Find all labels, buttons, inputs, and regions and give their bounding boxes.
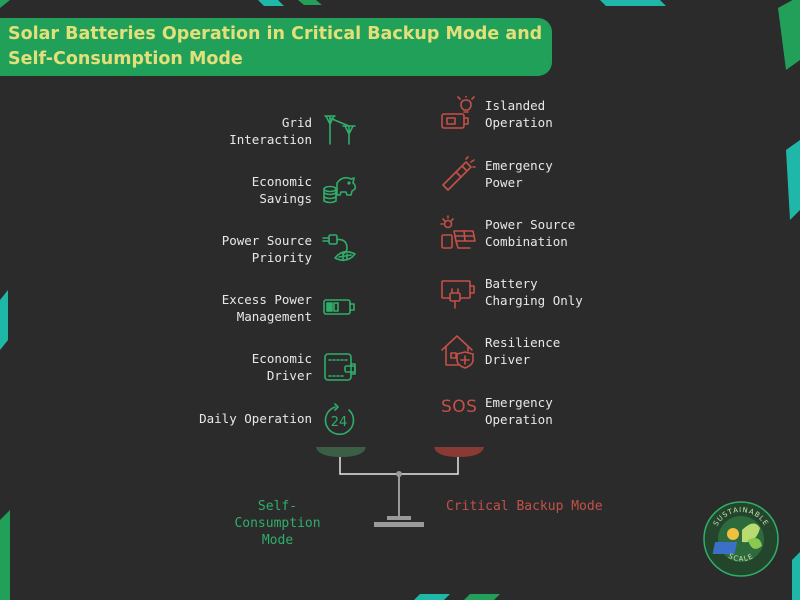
item-resilience-driver: Resilience Driver [485,335,561,367]
solar-panel-sun-icon [440,215,476,251]
right-pan [434,447,484,457]
item-economic-savings: Economic Savings [251,174,312,206]
left-pan [316,447,366,457]
item-islanded-operation: Islanded Operation [485,98,553,130]
item-battery-charging-only: Battery Charging Only [485,276,583,308]
item-excess-power-management: Excess Power Management [221,292,312,324]
battery-icon [321,289,357,325]
sos-icon: SOS [441,397,478,417]
piggy-bank-coins-icon [321,171,357,207]
sustainable-scale-logo: SUSTAINABLE SCALE [702,500,780,578]
title-banner [0,18,552,76]
item-emergency-power: Emergency Power [485,158,553,190]
item-power-source-combination: Power Source Combination [485,217,576,249]
flashlight-icon [440,155,476,191]
power-tower-icon [321,112,357,148]
battery-plug-icon [440,274,476,310]
svg-text:24: 24 [331,415,348,430]
item-emergency-operation: Emergency Operation [485,395,553,427]
critical-backup-mode-label: Critical Backup Mode [446,499,603,514]
house-shield-icon [440,333,476,369]
clock-24-icon: 24 [321,402,357,438]
self-consumption-mode-label: Self-Consumption Mode [234,499,321,548]
wallet-icon [321,348,357,384]
item-economic-driver: Economic Driver [251,351,312,383]
page-title: Solar Batteries Operation in Critical Ba… [8,24,543,69]
plug-leaf-icon [321,230,357,266]
item-power-source-priority: Power Source Priority [221,233,312,265]
balance-scale [316,447,484,527]
svg-text:SCALE: SCALE [727,552,755,563]
item-grid-interaction: Grid Interaction [229,115,312,147]
item-daily-operation: Daily Operation [199,411,312,426]
generator-bulb-icon [440,96,476,132]
